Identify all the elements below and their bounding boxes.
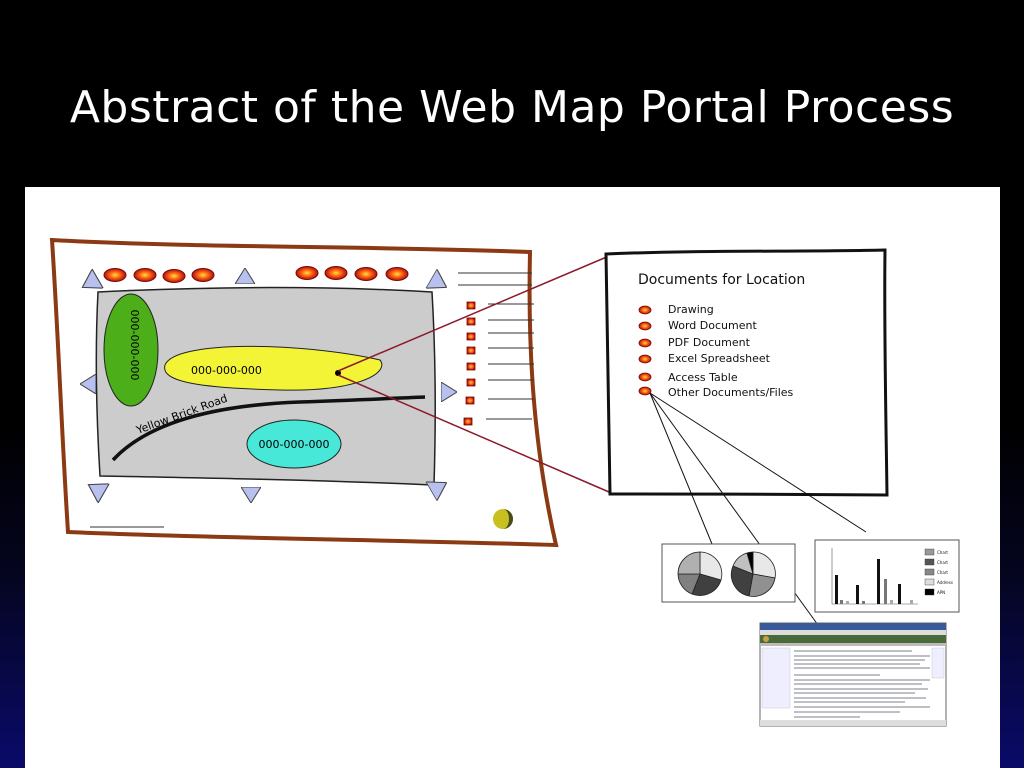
green-parcel-label: 000-000-000 <box>128 310 141 381</box>
connector-bottom <box>337 374 610 493</box>
document-item-access[interactable]: Access Table <box>638 371 738 384</box>
web-page-thumbnail[interactable] <box>759 622 947 727</box>
bar-chart-thumbnail[interactable]: Chart Chart Chart Address APN <box>814 539 960 613</box>
layer-legend <box>458 272 534 426</box>
connector-top <box>337 255 610 372</box>
document-item-excel[interactable]: Excel Spreadsheet <box>638 352 771 365</box>
heat-markers-top-right <box>295 266 409 281</box>
cyan-parcel[interactable] <box>246 419 342 469</box>
pie-chart-thumbnail[interactable] <box>661 543 796 603</box>
selected-location-dot[interactable] <box>335 370 341 376</box>
globe-icon <box>493 509 513 529</box>
document-item-other[interactable]: Other Documents/Files <box>638 386 794 399</box>
svg-text:PDF Document: PDF Document <box>668 336 751 349</box>
svg-text:Drawing: Drawing <box>668 303 714 316</box>
bar-legend-3: Chart <box>937 570 948 575</box>
svg-text:Other Documents/Files: Other Documents/Files <box>668 386 794 399</box>
documents-title: Documents for Location <box>638 272 805 288</box>
green-parcel[interactable] <box>103 293 159 407</box>
bar-legend-2: Chart <box>937 560 948 565</box>
svg-text:Excel Spreadsheet: Excel Spreadsheet <box>668 352 771 365</box>
bar-legend-4: Address <box>937 580 953 585</box>
document-item-word[interactable]: Word Document <box>638 319 757 332</box>
document-item-pdf[interactable]: PDF Document <box>638 336 751 349</box>
heat-markers-top-left <box>103 268 215 283</box>
bar-legend-1: Chart <box>937 550 948 555</box>
svg-text:Access Table: Access Table <box>668 371 738 384</box>
slide-title: Abstract of the Web Map Portal Process <box>69 82 955 133</box>
yellow-parcel-label: 000-000-000 <box>191 364 262 377</box>
documents-box <box>604 248 889 497</box>
link-to-bar <box>649 392 867 533</box>
link-to-pie <box>649 392 713 545</box>
bar-legend-5: APN <box>937 590 945 595</box>
document-item-drawing[interactable]: Drawing <box>638 303 714 316</box>
cyan-parcel-label: 000-000-000 <box>259 438 330 451</box>
yellow-parcel[interactable] <box>164 345 383 391</box>
svg-text:Word Document: Word Document <box>668 319 757 332</box>
